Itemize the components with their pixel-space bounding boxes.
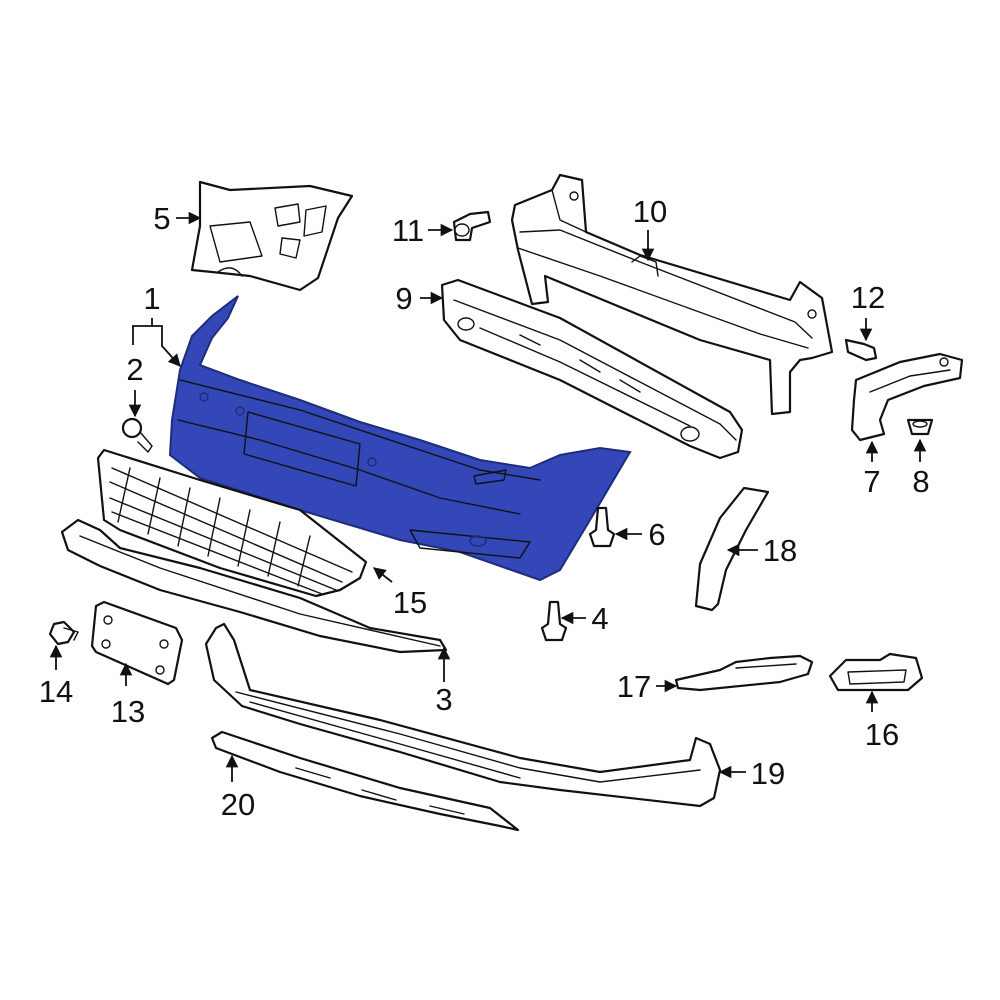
part-11-bolt[interactable]	[452, 210, 492, 242]
part-18-moulding[interactable]	[694, 486, 770, 612]
callout-6: 6	[648, 517, 665, 552]
callout-18: 18	[763, 533, 797, 568]
part-12-bolt[interactable]	[844, 338, 878, 362]
callout-19: 19	[751, 756, 785, 791]
callout-15: 15	[393, 585, 427, 620]
part-10-reinforcement[interactable]	[510, 173, 834, 416]
callout-5: 5	[153, 201, 170, 236]
callout-7: 7	[863, 464, 880, 499]
callout-16: 16	[865, 717, 899, 752]
part-6-push-pin[interactable]	[588, 506, 616, 548]
callout-labels: 1 2 3 4 5 6 7 8 9 10 11 12 13 14 15 16 1…	[39, 194, 930, 822]
callout-11: 11	[392, 213, 424, 248]
callout-14: 14	[39, 674, 73, 709]
part-8-nut[interactable]	[906, 418, 934, 436]
part-9-absorber[interactable]	[440, 278, 744, 460]
leader-lines	[49, 211, 927, 782]
part-4-push-pin[interactable]	[540, 600, 568, 642]
part-19-lower-spoiler[interactable]	[204, 622, 722, 808]
callout-4: 4	[591, 601, 608, 636]
leader-1	[132, 318, 153, 345]
part-15-grille[interactable]	[96, 448, 368, 598]
leader-1b	[152, 325, 181, 367]
part-2-cap[interactable]	[121, 417, 153, 453]
callout-1: 1	[143, 281, 160, 316]
callout-2: 2	[126, 352, 143, 387]
callout-9: 9	[395, 281, 412, 316]
part-3-lower-strip[interactable]	[60, 518, 448, 654]
callout-13: 13	[111, 694, 145, 729]
part-14-clip[interactable]	[48, 620, 79, 646]
callout-17: 17	[617, 669, 651, 704]
part-7-side-bracket[interactable]	[850, 352, 964, 442]
leader-15	[373, 567, 393, 583]
part-1-bumper-cover[interactable]	[168, 295, 632, 582]
part-5-bracket[interactable]	[190, 180, 354, 292]
part-17-fog-trim[interactable]	[674, 654, 814, 692]
part-20-skid-plate[interactable]	[210, 730, 520, 832]
callout-3: 3	[435, 682, 452, 717]
callout-20: 20	[221, 787, 255, 822]
callout-8: 8	[912, 464, 929, 499]
part-16-fog-bezel[interactable]	[828, 652, 924, 692]
part-13-plate-bracket[interactable]	[90, 600, 184, 686]
callout-12: 12	[851, 280, 885, 315]
callout-10: 10	[633, 194, 667, 229]
